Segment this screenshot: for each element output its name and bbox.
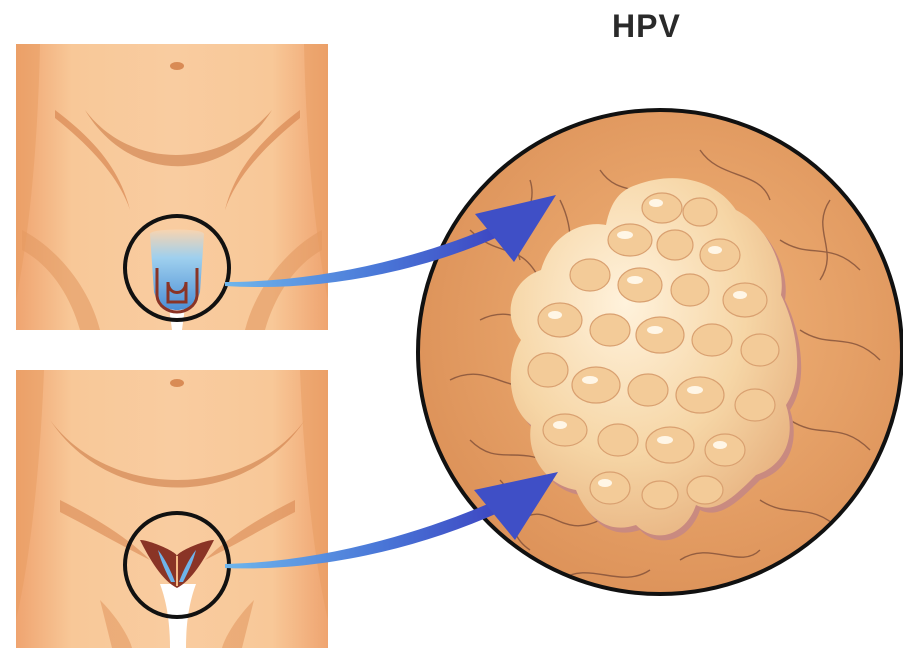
navel-icon: [170, 379, 184, 387]
genital-wart-cluster-icon: [418, 110, 902, 594]
male-pelvis-icon: [16, 44, 328, 330]
female-pelvis-icon: [16, 370, 328, 648]
navel-icon: [170, 62, 184, 70]
